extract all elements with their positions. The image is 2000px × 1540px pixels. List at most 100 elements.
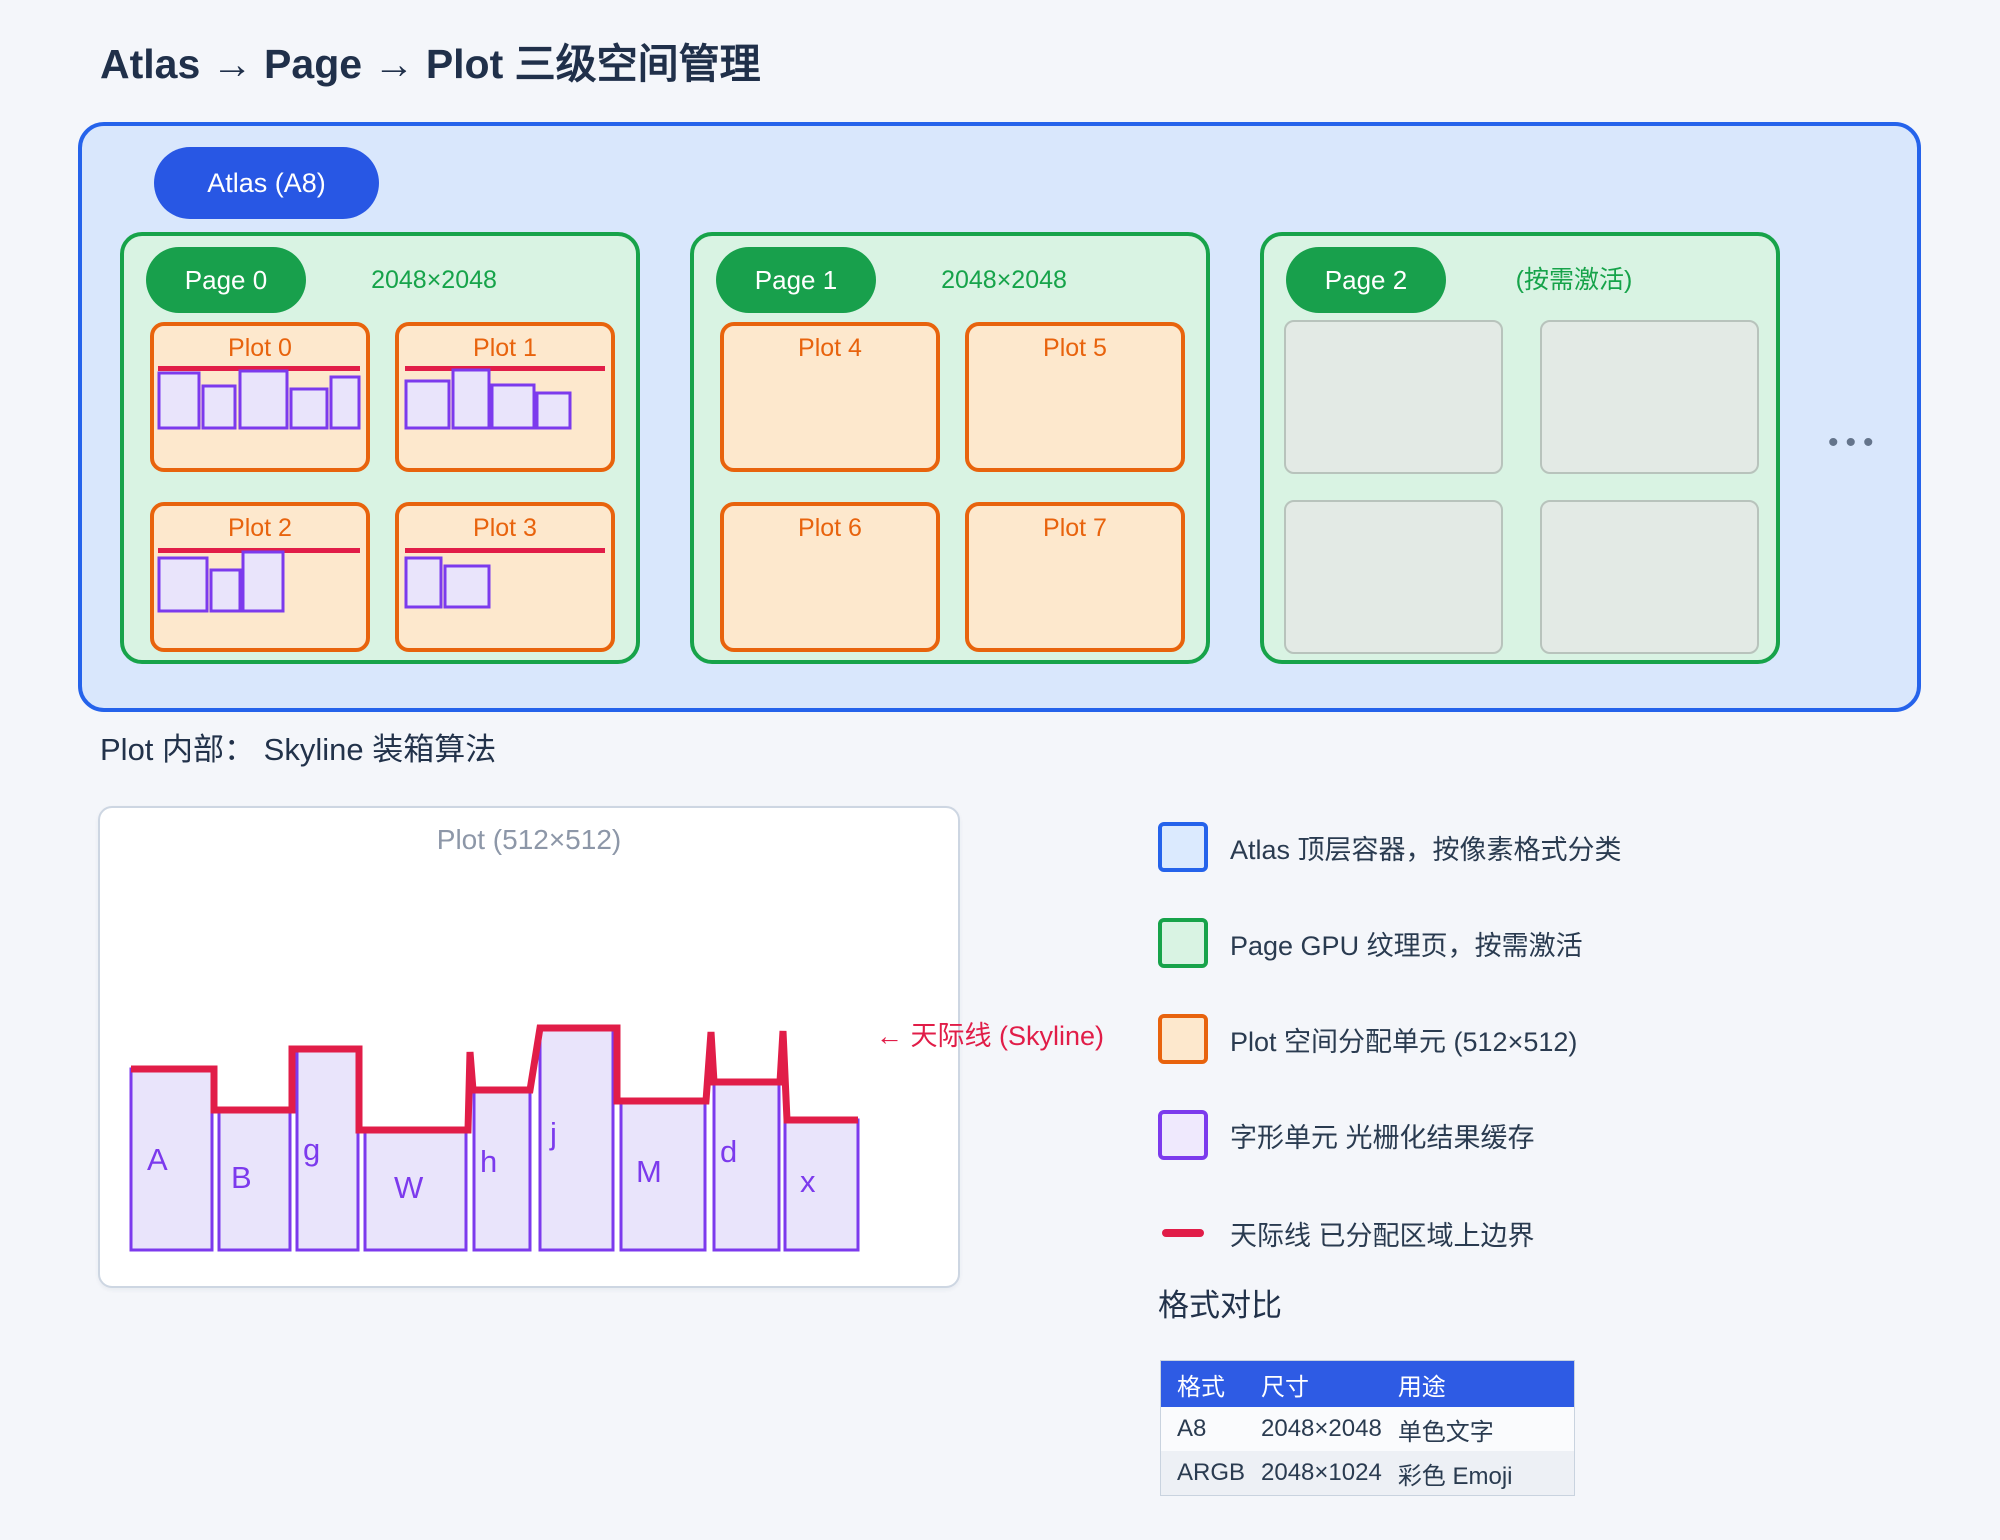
glyph-bar-j xyxy=(538,1026,615,1252)
skyline-swatch-icon xyxy=(1162,1229,1204,1237)
page1-size-label: 2048×2048 xyxy=(941,266,1067,294)
glyph-labels: A B g W h j M d x xyxy=(147,1116,816,1205)
atlas-swatch-icon xyxy=(1158,822,1208,872)
cell-format: A8 xyxy=(1177,1415,1207,1442)
glyph-rect xyxy=(404,556,443,609)
glyph-rect xyxy=(329,375,361,430)
plot2-box: Plot 2 xyxy=(150,502,370,652)
skyline-panel-title: Plot (512×512) xyxy=(436,824,622,855)
legend-item-page: Page GPU 纹理页，按需激活 xyxy=(1158,918,1583,968)
atlas-container: Atlas (A8) Page 0 2048×2048 Plot 0 xyxy=(78,122,1921,712)
glyph-rect xyxy=(157,556,209,613)
glyph-label: B xyxy=(231,1160,252,1195)
page-swatch-icon xyxy=(1158,918,1208,968)
legend-label: Atlas 顶层容器，按像素格式分类 xyxy=(1230,834,1622,865)
glyph-label: W xyxy=(394,1170,424,1205)
format-compare-heading: 格式对比 xyxy=(1158,1288,1282,1323)
glyph-rects xyxy=(157,550,285,613)
plot2-label: Plot 2 xyxy=(228,514,292,542)
glyph-label: x xyxy=(800,1164,816,1199)
cell-usage: 彩色 Emoji xyxy=(1381,1451,1575,1496)
plot1-glyph-diagram xyxy=(404,366,605,430)
glyph-bar-h xyxy=(472,1088,532,1252)
glyph-label: j xyxy=(549,1116,557,1151)
glyph-rects xyxy=(404,368,572,430)
skyline-line xyxy=(158,366,360,371)
page0-size-label: 2048×2048 xyxy=(371,266,497,294)
table-row: A8 2048×2048 单色文字 xyxy=(1161,1407,1575,1451)
plot6-box: Plot 6 xyxy=(720,502,940,652)
glyph-label: h xyxy=(480,1144,497,1179)
plot-swatch-icon xyxy=(1158,1014,1208,1064)
plot4-label: Plot 4 xyxy=(798,334,862,362)
plot3-label: Plot 3 xyxy=(473,514,537,542)
glyph-rect xyxy=(201,384,237,430)
glyph-label: A xyxy=(147,1142,168,1177)
page0-box: Page 0 2048×2048 Plot 0 Plot 1 xyxy=(120,232,640,664)
glyph-bar-A xyxy=(129,1067,214,1252)
plot6-label: Plot 6 xyxy=(798,514,862,542)
skyline-annotation: ← 天际线 (Skyline) xyxy=(876,1021,1105,1051)
glyph-rects xyxy=(404,556,491,609)
glyph-rect xyxy=(209,568,242,613)
legend-label: 天际线 已分配区域上边界 xyxy=(1230,1220,1535,1251)
glyph-bars xyxy=(129,1026,860,1252)
glyph-rect xyxy=(241,550,285,613)
plot3-box: Plot 3 xyxy=(395,502,615,652)
skyline-diagram: A B g W h j M d x xyxy=(129,1024,860,1252)
skyline-polyline xyxy=(131,1024,858,1134)
table-header-row: 格式 尺寸 用途 xyxy=(1160,1360,1575,1407)
glyph-bar-x xyxy=(783,1118,860,1252)
col-header-format: 格式 xyxy=(1160,1360,1246,1407)
cell-usage: 单色文字 xyxy=(1397,1418,1494,1446)
glyph-rects xyxy=(157,369,361,430)
glyph-label: M xyxy=(636,1154,662,1189)
page0-badge: Page 0 xyxy=(146,247,306,313)
glyph-rect xyxy=(451,368,491,430)
skyline-panel: Plot (512×512) A B g W h j M xyxy=(98,806,960,1288)
glyph-rect xyxy=(443,564,491,609)
legend-item-glyph: 字形单元 光栅化结果缓存 xyxy=(1158,1110,1535,1160)
plot0-label: Plot 0 xyxy=(228,334,292,362)
plot7-label: Plot 7 xyxy=(1043,514,1107,542)
legend-item-plot: Plot 空间分配单元 (512×512) xyxy=(1158,1014,1577,1064)
page1-box: Page 1 2048×2048 Plot 4 Plot 5 Plot 6 Pl… xyxy=(690,232,1210,664)
skyline-section-heading: Plot 内部： Skyline 装箱算法 xyxy=(100,732,497,767)
glyph-label: g xyxy=(303,1132,320,1167)
inactive-plot-slot xyxy=(1284,500,1503,654)
more-pages-ellipsis: ••• xyxy=(1828,426,1881,459)
format-compare-table: 格式 尺寸 用途 A8 2048×2048 单色文字 ARGB 2048×102… xyxy=(1160,1360,1575,1496)
plot5-label: Plot 5 xyxy=(1043,334,1107,362)
legend-item-skyline: 天际线 已分配区域上边界 xyxy=(1158,1208,1535,1258)
glyph-rect xyxy=(157,371,201,430)
atlas-badge: Atlas (A8) xyxy=(154,147,379,219)
plot1-label: Plot 1 xyxy=(473,334,537,362)
inactive-plot-slot xyxy=(1284,320,1503,474)
plot3-glyph-diagram xyxy=(404,548,605,609)
table-row: ARGB 2048×1024 彩色 Emoji xyxy=(1160,1451,1575,1496)
glyph-bar-g xyxy=(295,1047,360,1252)
page2-activation-label: (按需激活) xyxy=(1515,266,1633,294)
legend-label: Page GPU 纹理页，按需激活 xyxy=(1230,930,1583,961)
cell-size: 2048×2048 xyxy=(1261,1415,1382,1442)
plot2-glyph-diagram xyxy=(157,548,360,613)
glyph-rect xyxy=(238,369,289,430)
plot0-box: Plot 0 xyxy=(150,322,370,472)
page2-box: Page 2 (按需激活) xyxy=(1260,232,1780,664)
plot0-glyph-diagram xyxy=(157,366,361,430)
skyline-line xyxy=(405,366,605,371)
page2-badge: Page 2 xyxy=(1286,247,1446,313)
legend-label: Plot 空间分配单元 (512×512) xyxy=(1230,1026,1578,1057)
cell-size: 2048×1024 xyxy=(1245,1451,1382,1496)
page-title: Atlas → Page → Plot 三级空间管理 xyxy=(100,41,761,87)
legend-label: 字形单元 光栅化结果缓存 xyxy=(1230,1122,1535,1153)
cell-format: ARGB xyxy=(1160,1451,1246,1496)
glyph-swatch-icon xyxy=(1158,1110,1208,1160)
legend-item-atlas: Atlas 顶层容器，按像素格式分类 xyxy=(1158,822,1622,872)
skyline-line xyxy=(405,548,605,553)
glyph-rect xyxy=(289,387,329,430)
glyph-rect xyxy=(535,391,572,430)
plot1-box: Plot 1 xyxy=(395,322,615,472)
plot4-box: Plot 4 xyxy=(720,322,940,472)
